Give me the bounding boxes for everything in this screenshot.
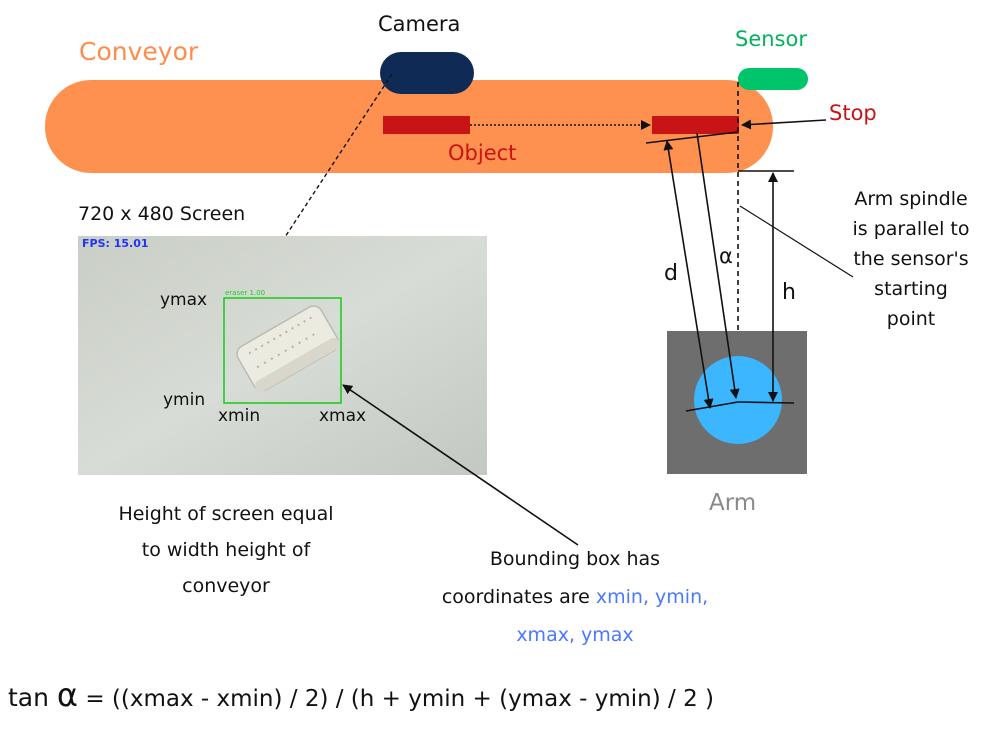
alpha-label: α xyxy=(719,244,733,268)
object-start-bar xyxy=(383,116,470,134)
camera-label: Camera xyxy=(378,12,461,36)
d-arrow xyxy=(663,140,714,409)
d-label: d xyxy=(664,261,678,286)
bbox-note: Bounding box has coordinates are xmin, y… xyxy=(380,540,770,654)
detection-label: eraser 1.00 xyxy=(225,289,265,297)
arm-note-line: the sensor's xyxy=(853,248,969,270)
camera-screen xyxy=(78,236,487,475)
screen-note-line: conveyor xyxy=(182,575,270,597)
arm-label: Arm xyxy=(709,490,757,516)
bbox-note-prefix: coordinates are xyxy=(441,586,596,608)
object-end-bar xyxy=(652,116,739,134)
stop-arrow xyxy=(741,119,827,130)
object-label: Object xyxy=(448,141,517,165)
arm-note-line: Arm spindle xyxy=(854,188,968,210)
formula-body: = ((xmax - xmin) / 2) / (h + ymin + (yma… xyxy=(78,686,714,712)
h-bottom-tick xyxy=(737,401,795,404)
screen-note-line: to width height of xyxy=(141,539,311,561)
bbox-note-highlight-2: xmax, ymax xyxy=(516,624,634,646)
h-label: h xyxy=(782,280,796,305)
stop-label: Stop xyxy=(829,101,877,125)
arm-note-line: is parallel to xyxy=(852,218,970,240)
conveyor-label: Conveyor xyxy=(79,37,199,66)
camera-projection-line xyxy=(284,73,393,238)
fps-label: FPS: 15.01 xyxy=(82,237,149,250)
eraser-object xyxy=(236,305,340,392)
formula: tan α = ((xmax - xmin) / 2) / (h + ymin … xyxy=(8,676,714,714)
ymax-label: ymax xyxy=(160,290,208,310)
formula-alpha: α xyxy=(56,676,79,714)
arm-note: Arm spindle is parallel to the sensor's … xyxy=(836,184,986,334)
bounding-box xyxy=(223,297,342,404)
formula-tan: tan xyxy=(8,683,57,712)
alpha-line xyxy=(696,132,740,399)
arm-note-line: point xyxy=(886,308,936,330)
arm-circle xyxy=(694,356,782,444)
xmin-label: xmin xyxy=(218,406,261,426)
screen-note: Height of screen equal to width height o… xyxy=(66,496,386,604)
xmax-label: xmax xyxy=(319,406,367,426)
ymin-label: ymin xyxy=(163,390,206,410)
bbox-note-line1: Bounding box has xyxy=(489,548,661,570)
bbox-note-highlight-1: xmin, ymin, xyxy=(595,586,709,608)
sensor-shape xyxy=(738,68,808,90)
d-top-tick xyxy=(645,131,739,144)
arm-note-leader xyxy=(739,205,854,278)
bbox-arrow xyxy=(342,384,579,546)
camera-shape xyxy=(380,52,474,94)
arm-note-line: starting xyxy=(874,278,948,300)
screen-note-line: Height of screen equal xyxy=(118,503,334,525)
sensor-label: Sensor xyxy=(735,27,807,51)
screen-title: 720 x 480 Screen xyxy=(78,203,246,225)
bbox-note-line2: coordinates are xmin, ymin, xyxy=(380,578,770,616)
